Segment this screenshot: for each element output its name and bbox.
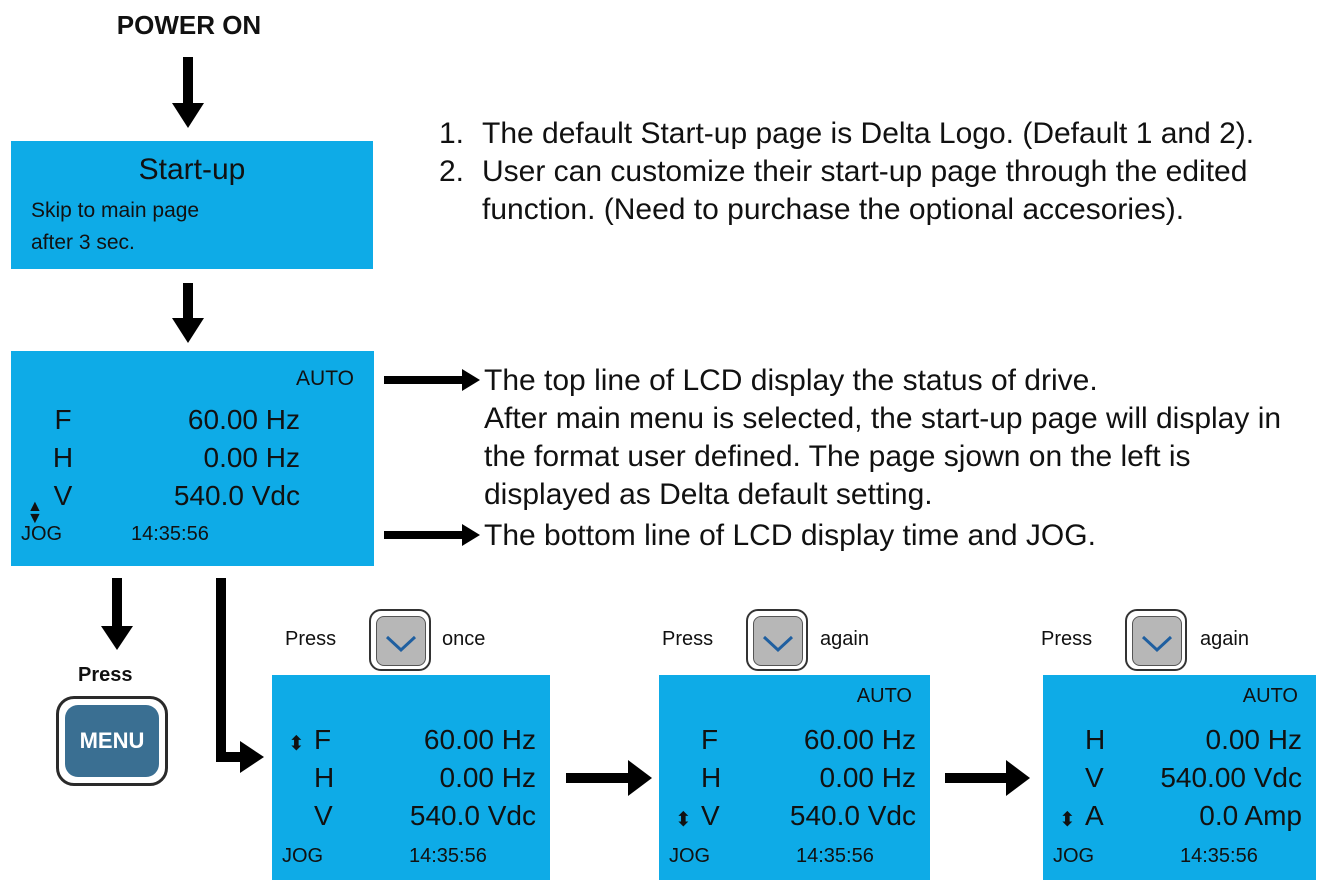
press-suffix: again: [1200, 628, 1249, 650]
up-down-triangle-icon: ▲▼: [27, 498, 43, 527]
row-value: 0.0 Amp: [1199, 800, 1302, 831]
press-label: Press: [662, 628, 714, 650]
down-key-button[interactable]: [369, 609, 431, 671]
row-value: 540.00 Vdc: [1160, 762, 1302, 793]
arrow-main-to-menu: [101, 578, 133, 650]
note-text: User can customize their start-up page t…: [482, 155, 1248, 226]
down-key-button[interactable]: [1125, 609, 1187, 671]
jog-label: JOG: [1053, 845, 1095, 867]
up-down-triangle-icon: ⬍: [1059, 809, 1076, 831]
jog-label: JOG: [669, 845, 711, 867]
row-value: 0.00 Hz: [203, 442, 301, 473]
row-label: F: [54, 404, 72, 435]
row-value: 0.00 Hz: [819, 762, 917, 793]
row-label: V: [701, 800, 720, 831]
menu-button-label: MENU: [65, 705, 159, 777]
startup-line-1: Skip to main page: [31, 199, 200, 222]
time-display: 14:35:56: [409, 845, 487, 867]
row-label: V: [1085, 762, 1104, 793]
row-label: A: [1085, 800, 1104, 831]
startup-title: Start-up: [138, 153, 246, 186]
row-label: F: [314, 724, 332, 755]
arrow-startup-to-main: [172, 283, 204, 343]
chevron-down-icon: [1132, 616, 1182, 666]
format-description: After main menu is selected, the start-u…: [484, 402, 1282, 511]
note-text: The default Start-up page is Delta Logo.…: [482, 117, 1255, 150]
press-label: Press: [285, 628, 337, 650]
row-value: 60.00 Hz: [187, 404, 300, 435]
row-label: H: [314, 762, 335, 793]
row-value: 60.00 Hz: [803, 724, 916, 755]
press-label: Press: [1041, 628, 1093, 650]
chevron-down-icon: [753, 616, 803, 666]
main-lcd-screen: AUTO F 60.00 Hz H 0.00 Hz V 540.0 Vdc ▲▼…: [11, 351, 374, 566]
row-label: H: [52, 442, 74, 473]
note-item: 2. User can customize their start-up pag…: [425, 153, 1325, 229]
row-value: 0.00 Hz: [1205, 724, 1303, 755]
row-label: F: [701, 724, 719, 755]
note-number: 1.: [439, 117, 465, 150]
menu-button[interactable]: MENU: [56, 696, 168, 786]
startup-line-2: after 3 sec.: [31, 231, 135, 254]
down-key-button[interactable]: [746, 609, 808, 671]
row-label: H: [701, 762, 722, 793]
lcd-screen-1: ⬍ F 60.00 Hz H 0.00 Hz V 540.0 Vdc JOG 1…: [272, 675, 550, 880]
press-suffix: again: [820, 628, 869, 650]
status-text: AUTO: [856, 685, 912, 707]
startup-screen: Start-up Skip to main page after 3 sec.: [11, 141, 373, 269]
arrow-power-to-startup: [172, 57, 204, 128]
arrow-screen-1-to-2: [566, 760, 652, 796]
power-on-label: POWER ON: [116, 10, 262, 40]
row-value: 60.00 Hz: [423, 724, 536, 755]
lcd-screen-2: AUTO F 60.00 Hz H 0.00 Hz ⬍ V 540.0 Vdc …: [659, 675, 930, 880]
arrow-top-line-callout: [384, 369, 480, 391]
press-suffix: once: [442, 628, 486, 650]
row-value: 540.0 Vdc: [789, 800, 916, 831]
time-display: 14:35:56: [1180, 845, 1258, 867]
row-label: V: [53, 480, 73, 511]
row-label: H: [1085, 724, 1106, 755]
row-value: 0.00 Hz: [439, 762, 537, 793]
time-display: 14:35:56: [796, 845, 874, 867]
status-text: AUTO: [296, 367, 354, 390]
arrow-bottom-line-callout: [384, 524, 480, 546]
chevron-down-icon: [376, 616, 426, 666]
top-line-description: The top line of LCD display the status o…: [484, 364, 1098, 397]
row-value: 540.0 Vdc: [173, 480, 300, 511]
arrow-screen-2-to-3: [945, 760, 1030, 796]
lcd-screen-3: AUTO H 0.00 Hz V 540.00 Vdc ⬍ A 0.0 Amp …: [1043, 675, 1316, 880]
row-value: 540.0 Vdc: [409, 800, 536, 831]
row-label: V: [314, 800, 333, 831]
note-number: 2.: [439, 155, 465, 188]
startup-notes: 1. The default Start-up page is Delta Lo…: [425, 115, 1325, 229]
up-down-triangle-icon: ⬍: [675, 809, 692, 831]
note-item: 1. The default Start-up page is Delta Lo…: [425, 115, 1325, 153]
jog-label: JOG: [282, 845, 324, 867]
status-text: AUTO: [1242, 685, 1298, 707]
press-menu-label: Press: [78, 664, 133, 686]
jog-label: JOG: [21, 523, 63, 545]
bottom-line-description: The bottom line of LCD display time and …: [484, 519, 1096, 552]
arrow-main-to-screen-1: [216, 578, 264, 773]
time-display: 14:35:56: [131, 523, 209, 545]
up-down-triangle-icon: ⬍: [288, 733, 305, 755]
